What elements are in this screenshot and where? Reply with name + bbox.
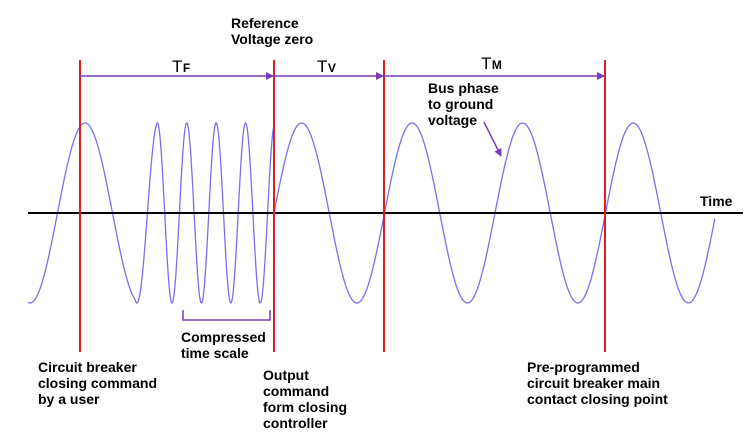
controller-output-label: Output command form closing controller	[263, 367, 348, 431]
reference-voltage-zero-label: Reference Voltage zero	[231, 15, 314, 47]
interval-tv-sub: V	[327, 61, 337, 75]
interval-tm-main: T	[481, 54, 492, 73]
bus-voltage-pointer-arrow	[483, 121, 502, 157]
interval-tv-main: T	[317, 57, 328, 76]
interval-tf-main: T	[172, 57, 183, 76]
bus-voltage-waveform	[27, 122, 716, 304]
contact-closing-label: Pre-programmed circuit breaker main cont…	[527, 359, 668, 407]
interval-label-tm: TM	[481, 55, 502, 74]
interval-label-tf: TF	[172, 58, 191, 77]
compressed-time-scale-label: Compressed time scale	[181, 329, 266, 361]
compressed-scale-bracket	[182, 310, 271, 321]
interval-tf-sub: F	[182, 61, 191, 75]
user-command-label: Circuit breaker closing command by a use…	[38, 359, 158, 407]
interval-tm-sub: M	[491, 58, 503, 72]
bus-phase-voltage-label: Bus phase to ground voltage	[428, 80, 499, 128]
time-axis-label: Time	[700, 193, 733, 209]
interval-label-tv: TV	[317, 58, 336, 77]
